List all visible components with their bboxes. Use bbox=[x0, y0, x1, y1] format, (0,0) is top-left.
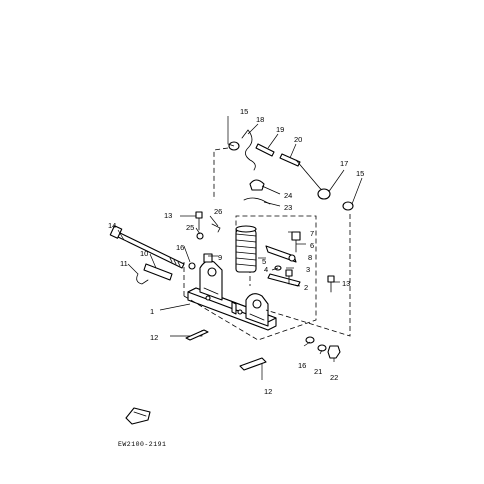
pin-part-10 bbox=[143, 263, 173, 281]
drawing-code: EW2100-2191 bbox=[118, 441, 166, 448]
label-5: 5 bbox=[262, 257, 266, 266]
label-18: 18 bbox=[256, 115, 264, 124]
label-16b: 16 bbox=[298, 361, 306, 370]
rod-part-17 bbox=[295, 159, 331, 200]
leader-lines bbox=[117, 116, 363, 380]
spring-part-18 bbox=[241, 129, 256, 171]
label-6: 6 bbox=[310, 241, 314, 250]
label-2: 2 bbox=[304, 283, 308, 292]
bushing-part-9 bbox=[203, 253, 213, 263]
washer-part-16-right bbox=[305, 336, 315, 344]
long-bolt-part-14 bbox=[109, 225, 185, 269]
spring-part-5 bbox=[235, 225, 257, 273]
nut-part-8 bbox=[288, 254, 296, 262]
connection-outline-right bbox=[265, 214, 351, 337]
lever-plate-part-2 bbox=[265, 245, 301, 287]
label-12b: 12 bbox=[264, 387, 272, 396]
label-4: 4 bbox=[264, 265, 268, 274]
label-25: 25 bbox=[186, 223, 194, 232]
label-22: 22 bbox=[330, 373, 338, 382]
washer-part-21 bbox=[317, 344, 327, 352]
label-8: 8 bbox=[308, 253, 312, 262]
clip-part-26 bbox=[211, 223, 221, 233]
label-20: 20 bbox=[294, 135, 302, 144]
label-14: 14 bbox=[108, 221, 116, 230]
plate-part-12-bottom bbox=[239, 357, 267, 371]
nut-part-22 bbox=[327, 345, 341, 359]
tube-part-19 bbox=[255, 143, 275, 157]
mount-bracket-part-1 bbox=[187, 260, 277, 331]
label-17: 17 bbox=[340, 159, 348, 168]
washer-part-16-left bbox=[188, 262, 196, 270]
label-3: 3 bbox=[306, 265, 310, 274]
label-23: 23 bbox=[284, 203, 292, 212]
label-15a: 15 bbox=[240, 107, 248, 116]
label-10: 10 bbox=[140, 249, 148, 258]
part-number-labels: 1 2 3 4 5 6 7 8 9 10 11 12 12 13 13 14 1… bbox=[108, 107, 364, 396]
label-16a: 16 bbox=[176, 243, 184, 252]
bolt-part-13-right bbox=[327, 275, 335, 293]
label-7: 7 bbox=[310, 229, 314, 238]
nut-part-25 bbox=[196, 232, 204, 240]
label-12a: 12 bbox=[150, 333, 158, 342]
label-24: 24 bbox=[284, 191, 292, 200]
label-19: 19 bbox=[276, 125, 284, 134]
label-11: 11 bbox=[120, 259, 128, 268]
label-15b: 15 bbox=[356, 169, 364, 178]
label-21: 21 bbox=[314, 367, 322, 376]
label-13b: 13 bbox=[342, 279, 350, 288]
bolt-part-7 bbox=[291, 231, 301, 253]
plate-part-12-left bbox=[185, 329, 209, 341]
tube-part-20 bbox=[279, 153, 301, 167]
label-1: 1 bbox=[150, 307, 154, 316]
reference-mark bbox=[125, 407, 151, 425]
screw-part-3 bbox=[285, 269, 293, 285]
label-26: 26 bbox=[214, 207, 222, 216]
clamp-part-24 bbox=[249, 179, 265, 191]
bolt-part-13-left bbox=[195, 211, 203, 231]
bushing-part-15-right bbox=[342, 201, 354, 211]
clip-part-11 bbox=[136, 273, 149, 285]
assembly-outline bbox=[183, 215, 317, 341]
label-13a: 13 bbox=[164, 211, 172, 220]
clip-part-23 bbox=[243, 197, 271, 205]
label-9: 9 bbox=[218, 253, 222, 262]
